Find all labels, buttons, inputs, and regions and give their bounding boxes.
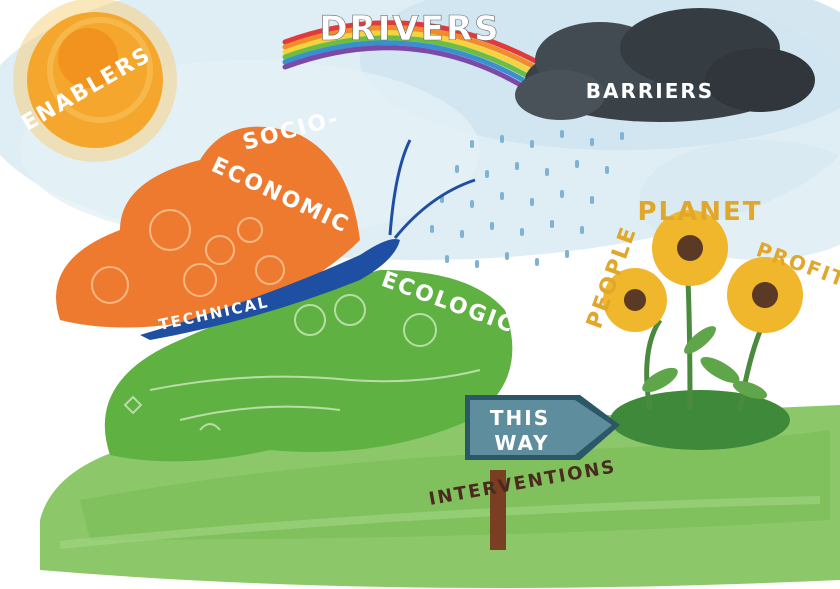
flower-bush [610, 279, 790, 450]
planet-label: PLANET [637, 197, 762, 227]
sun [13, 0, 177, 162]
socio-economic-wing [56, 126, 360, 328]
flower-left [603, 268, 667, 332]
rain [430, 130, 624, 268]
storm-cloud [515, 8, 815, 122]
drivers-label: DRIVERS [319, 9, 500, 49]
technical-body [140, 239, 400, 340]
sign-line1: THIS [490, 406, 550, 430]
signpost [465, 395, 620, 550]
flower-right [727, 257, 803, 333]
sign-line2: WAY [494, 431, 549, 455]
rainbow [282, 20, 558, 100]
barriers-label: BARRIERS [586, 79, 714, 103]
flower-center [652, 210, 728, 286]
butterfly [56, 126, 513, 462]
